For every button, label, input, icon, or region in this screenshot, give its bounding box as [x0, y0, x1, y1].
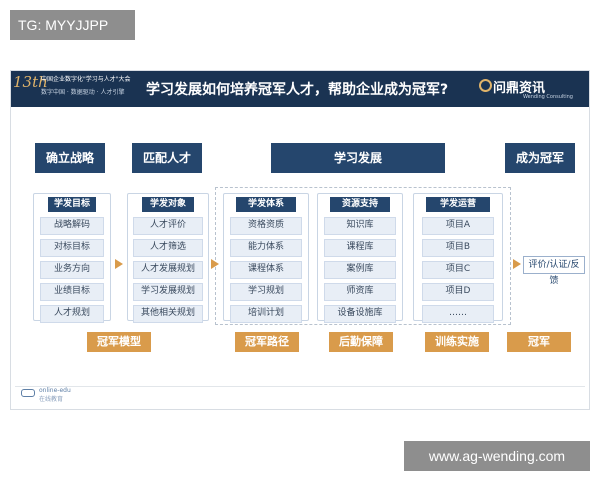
- footer-logo-icon: [21, 389, 35, 397]
- learning-frame: [215, 187, 511, 325]
- list-item: 学习规划: [230, 283, 302, 301]
- label-champion-model: 冠军模型: [87, 332, 151, 352]
- box-strategy: 确立战略: [35, 143, 105, 173]
- box-learning: 学习发展: [271, 143, 445, 173]
- conference-title: 中国企业数字化"学习与人才"大会: [41, 76, 131, 83]
- conference-logo-number: 13th: [13, 73, 48, 91]
- evaluation-box: 评价/认证/反馈: [523, 256, 585, 286]
- column-operations: 学发运营 项目A 项目B 项目C 项目D ……: [413, 193, 503, 323]
- list-item: 培训计划: [230, 305, 302, 323]
- brand-name: 问鼎资讯: [493, 81, 546, 96]
- list-item: 课程体系: [230, 261, 302, 279]
- list-item: 其他相关规划: [133, 305, 203, 323]
- box-match: 匹配人才: [132, 143, 202, 173]
- brand-logo-icon: [479, 79, 492, 92]
- list-item: 资格资质: [230, 217, 302, 235]
- label-training: 训练实施: [425, 332, 489, 352]
- list-item: 设备设施库: [324, 305, 396, 323]
- list-item: 人才发展规划: [133, 261, 203, 279]
- list-item: 项目D: [422, 283, 494, 301]
- slide-header: 13th 中国企业数字化"学习与人才"大会 数字中国 · 数据驱动 · 人才引擎…: [11, 71, 589, 107]
- list-item: 项目C: [422, 261, 494, 279]
- list-item: 学习发展规划: [133, 283, 203, 301]
- arrow-icon: [211, 259, 219, 269]
- footer-logo-subtext: 在线教育: [39, 396, 64, 403]
- column-head: 学发目标: [48, 197, 96, 212]
- footer-divider: [15, 386, 585, 387]
- list-item: 课程库: [324, 239, 396, 257]
- label-champion-path: 冠军路径: [235, 332, 299, 352]
- column-goals: 学发目标 战略解码 对标目标 业务方向 业绩目标 人才规划: [33, 193, 111, 323]
- arrow-icon: [115, 259, 123, 269]
- watermark-top: TG: MYYJJPP: [10, 10, 135, 40]
- list-item: 人才规划: [40, 305, 104, 323]
- list-item: 知识库: [324, 217, 396, 235]
- column-head: 学发体系: [236, 197, 296, 212]
- list-item: 能力体系: [230, 239, 302, 257]
- list-item: 对标目标: [40, 239, 104, 257]
- footer-logo-text: online-edu: [39, 387, 71, 394]
- column-head: 学发对象: [142, 197, 194, 212]
- watermark-bottom: www.ag-wending.com: [404, 441, 590, 471]
- brand-subtitle: Wending Consulting: [523, 94, 573, 100]
- conference-subtitle: 数字中国 · 数据驱动 · 人才引擎: [41, 89, 125, 96]
- list-item: 案例库: [324, 261, 396, 279]
- slide-title: 学习发展如何培养冠军人才，帮助企业成为冠军?: [146, 82, 449, 98]
- label-logistics: 后勤保障: [329, 332, 393, 352]
- list-item: 师资库: [324, 283, 396, 301]
- column-resources: 资源支持 知识库 课程库 案例库 师资库 设备设施库: [317, 193, 403, 323]
- label-champion: 冠军: [507, 332, 571, 352]
- slide: 13th 中国企业数字化"学习与人才"大会 数字中国 · 数据驱动 · 人才引擎…: [10, 70, 590, 410]
- list-item: 战略解码: [40, 217, 104, 235]
- column-system: 学发体系 资格资质 能力体系 课程体系 学习规划 培训计划: [223, 193, 309, 323]
- list-item: 人才筛选: [133, 239, 203, 257]
- column-targets: 学发对象 人才评价 人才筛选 人才发展规划 学习发展规划 其他相关规划: [127, 193, 209, 323]
- list-item: 人才评价: [133, 217, 203, 235]
- list-item: 业绩目标: [40, 283, 104, 301]
- list-item: 项目A: [422, 217, 494, 235]
- list-item: 业务方向: [40, 261, 104, 279]
- box-champion: 成为冠军: [505, 143, 575, 173]
- arrow-icon: [513, 259, 521, 269]
- list-item: 项目B: [422, 239, 494, 257]
- column-head: 学发运营: [426, 197, 490, 212]
- column-head: 资源支持: [330, 197, 390, 212]
- list-item: ……: [422, 305, 494, 323]
